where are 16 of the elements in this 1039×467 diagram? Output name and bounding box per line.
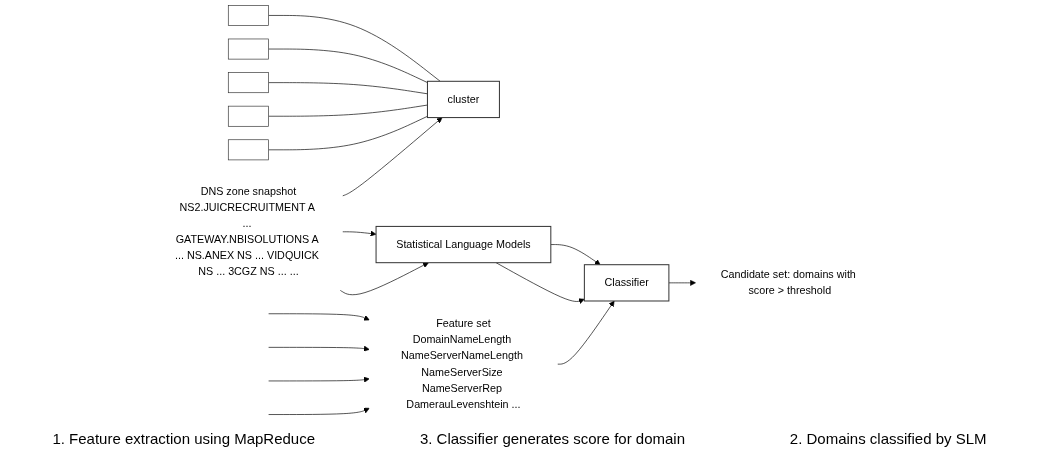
node-text: Feature set DomainNameLength NameServerNameLength NameServerSize NameServerRep DamerauLevenshtein ... [401, 317, 524, 410]
node-box [228, 5, 270, 26]
node-box [228, 72, 270, 94]
node-box [228, 105, 270, 127]
node-box [228, 139, 270, 161]
node-text: Candidate set: domains with score > threshold [721, 268, 857, 297]
node-box: Statistical Language Models [375, 225, 552, 264]
connector [268, 115, 429, 151]
connector [268, 15, 441, 82]
node-box: Classifier [584, 264, 670, 302]
step-caption: 1. Feature extraction using MapReduce [52, 430, 316, 447]
node-box: cluster [427, 80, 501, 119]
step-caption: 3. Classifier generates score for domain [419, 430, 685, 447]
step-caption: 2. Domains classified by SLM [789, 430, 987, 447]
node-text: DNS zone snapshot NS2.JUICRECRUITMENT A ... GATEWAY.NBISOLUTIONS A ... NS.ANEX NS ... VIDQUICK NS ... 3CGZ NS ... ... [175, 185, 320, 278]
node-box [228, 38, 270, 60]
